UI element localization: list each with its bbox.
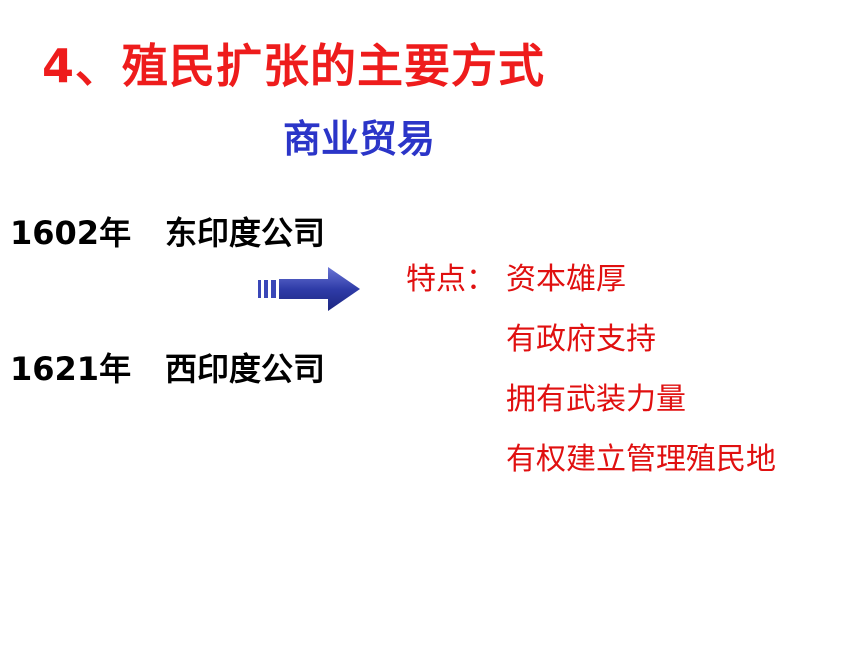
features-label: 特点：	[406, 262, 496, 297]
feature-item: 有政府支持	[506, 322, 656, 357]
company-row-east-india: 1602年东印度公司	[10, 208, 325, 254]
right-arrow-icon	[258, 267, 360, 311]
feature-item: 拥有武装力量	[506, 382, 686, 417]
company-row-west-india: 1621年西印度公司	[10, 344, 325, 390]
company-year: 1602年	[10, 214, 132, 252]
feature-item: 有权建立管理殖民地	[506, 442, 776, 477]
slide-title: 4、殖民扩张的主要方式	[42, 39, 546, 93]
company-name: 西印度公司	[165, 350, 326, 388]
slide-subtitle: 商业贸易	[283, 117, 436, 161]
company-name: 东印度公司	[165, 214, 326, 252]
feature-item: 资本雄厚	[506, 262, 626, 297]
company-year: 1621年	[10, 350, 132, 388]
